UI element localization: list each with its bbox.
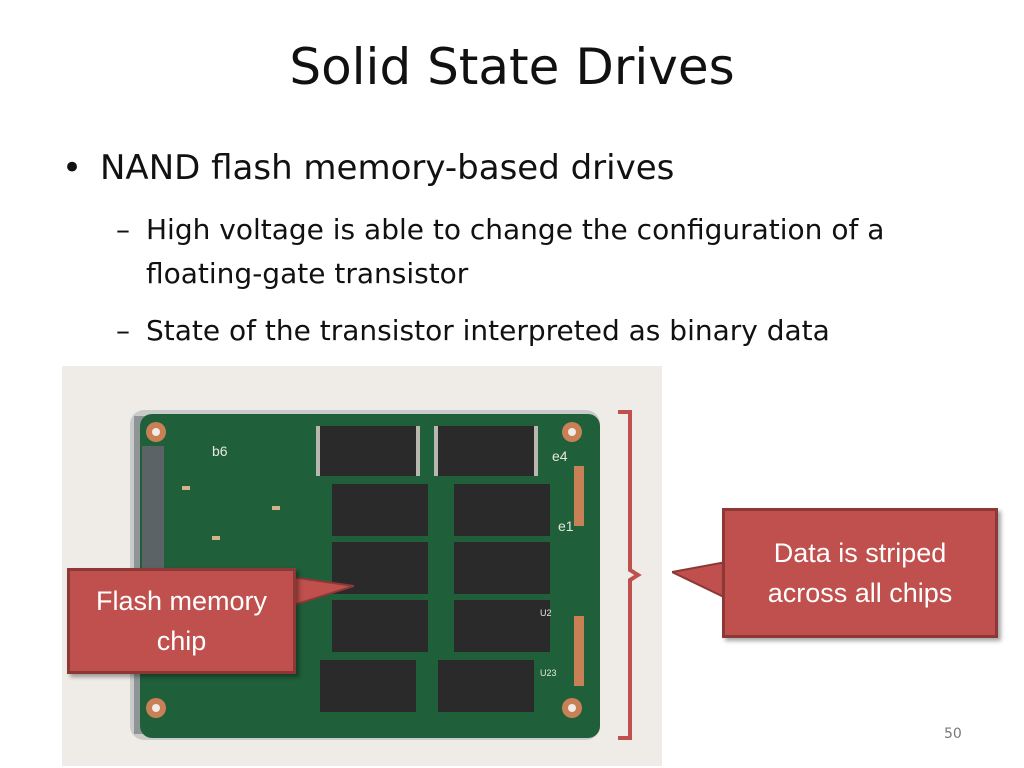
smd-part — [272, 506, 280, 510]
flash-chip — [438, 426, 534, 476]
flash-chip — [320, 426, 416, 476]
callout-box: Flash memory chip — [67, 568, 296, 674]
chip-group-brace — [618, 410, 642, 740]
mount-hole-center — [152, 704, 160, 712]
brace-line — [618, 410, 642, 740]
mounting-holes — [146, 422, 582, 718]
pin-strip — [534, 426, 538, 476]
flash-chip — [320, 660, 416, 712]
silkscreen-label: b6 — [212, 443, 228, 459]
flash-chip — [332, 600, 428, 652]
sub-bullet-1-text: High voltage is able to change the confi… — [146, 213, 885, 290]
sub-dash: – — [116, 213, 130, 246]
page-number: 50 — [944, 726, 962, 742]
callout-line-2: chip — [156, 626, 207, 656]
edge-contact — [574, 466, 584, 526]
slide-title: Solid State Drives — [289, 38, 735, 96]
callout-line-2: across all chips — [767, 578, 953, 608]
pointer-shape — [284, 574, 354, 610]
smd-part — [212, 536, 220, 540]
flash-chip — [332, 484, 428, 536]
pointer-shape — [672, 560, 726, 600]
bullet-dot: • — [62, 148, 83, 188]
bullet-text: NAND flash memory-based drives — [100, 148, 675, 188]
ssd-photo: b6 e4 e1 U2 U23 — [62, 366, 662, 766]
silkscreen-label: e1 — [558, 518, 574, 534]
flash-chip — [454, 542, 550, 594]
ssd-board-drawing: b6 e4 e1 U2 U23 — [130, 410, 600, 740]
pin-strip — [416, 426, 420, 476]
sub-dash: – — [116, 314, 130, 347]
mount-hole-center — [568, 428, 576, 436]
flash-chips — [320, 426, 550, 712]
board-silkscreen: b6 e4 e1 U2 U23 — [212, 443, 574, 678]
flash-chip — [438, 660, 534, 712]
callout-line-1: Flash memory — [95, 586, 268, 616]
callout-pointer — [284, 574, 354, 610]
edge-contacts — [574, 466, 584, 686]
pin-strip — [316, 426, 320, 476]
callout-box: Data is striped across all chips — [722, 508, 998, 638]
flash-chip — [454, 600, 550, 652]
silkscreen-label: U2 — [540, 608, 552, 618]
chip-pins — [316, 426, 538, 476]
edge-contact — [574, 616, 584, 686]
silkscreen-label: U23 — [540, 668, 557, 678]
pin-strip — [434, 426, 438, 476]
callout-pointer — [672, 560, 726, 600]
smd-part — [182, 486, 190, 490]
flash-chip — [454, 484, 550, 536]
silkscreen-label: e4 — [552, 448, 568, 464]
mount-hole-center — [568, 704, 576, 712]
sub-bullet-2-text: State of the transistor interpreted as b… — [146, 314, 830, 347]
mount-hole-center — [152, 428, 160, 436]
callout-line-1: Data is striped — [773, 538, 947, 568]
